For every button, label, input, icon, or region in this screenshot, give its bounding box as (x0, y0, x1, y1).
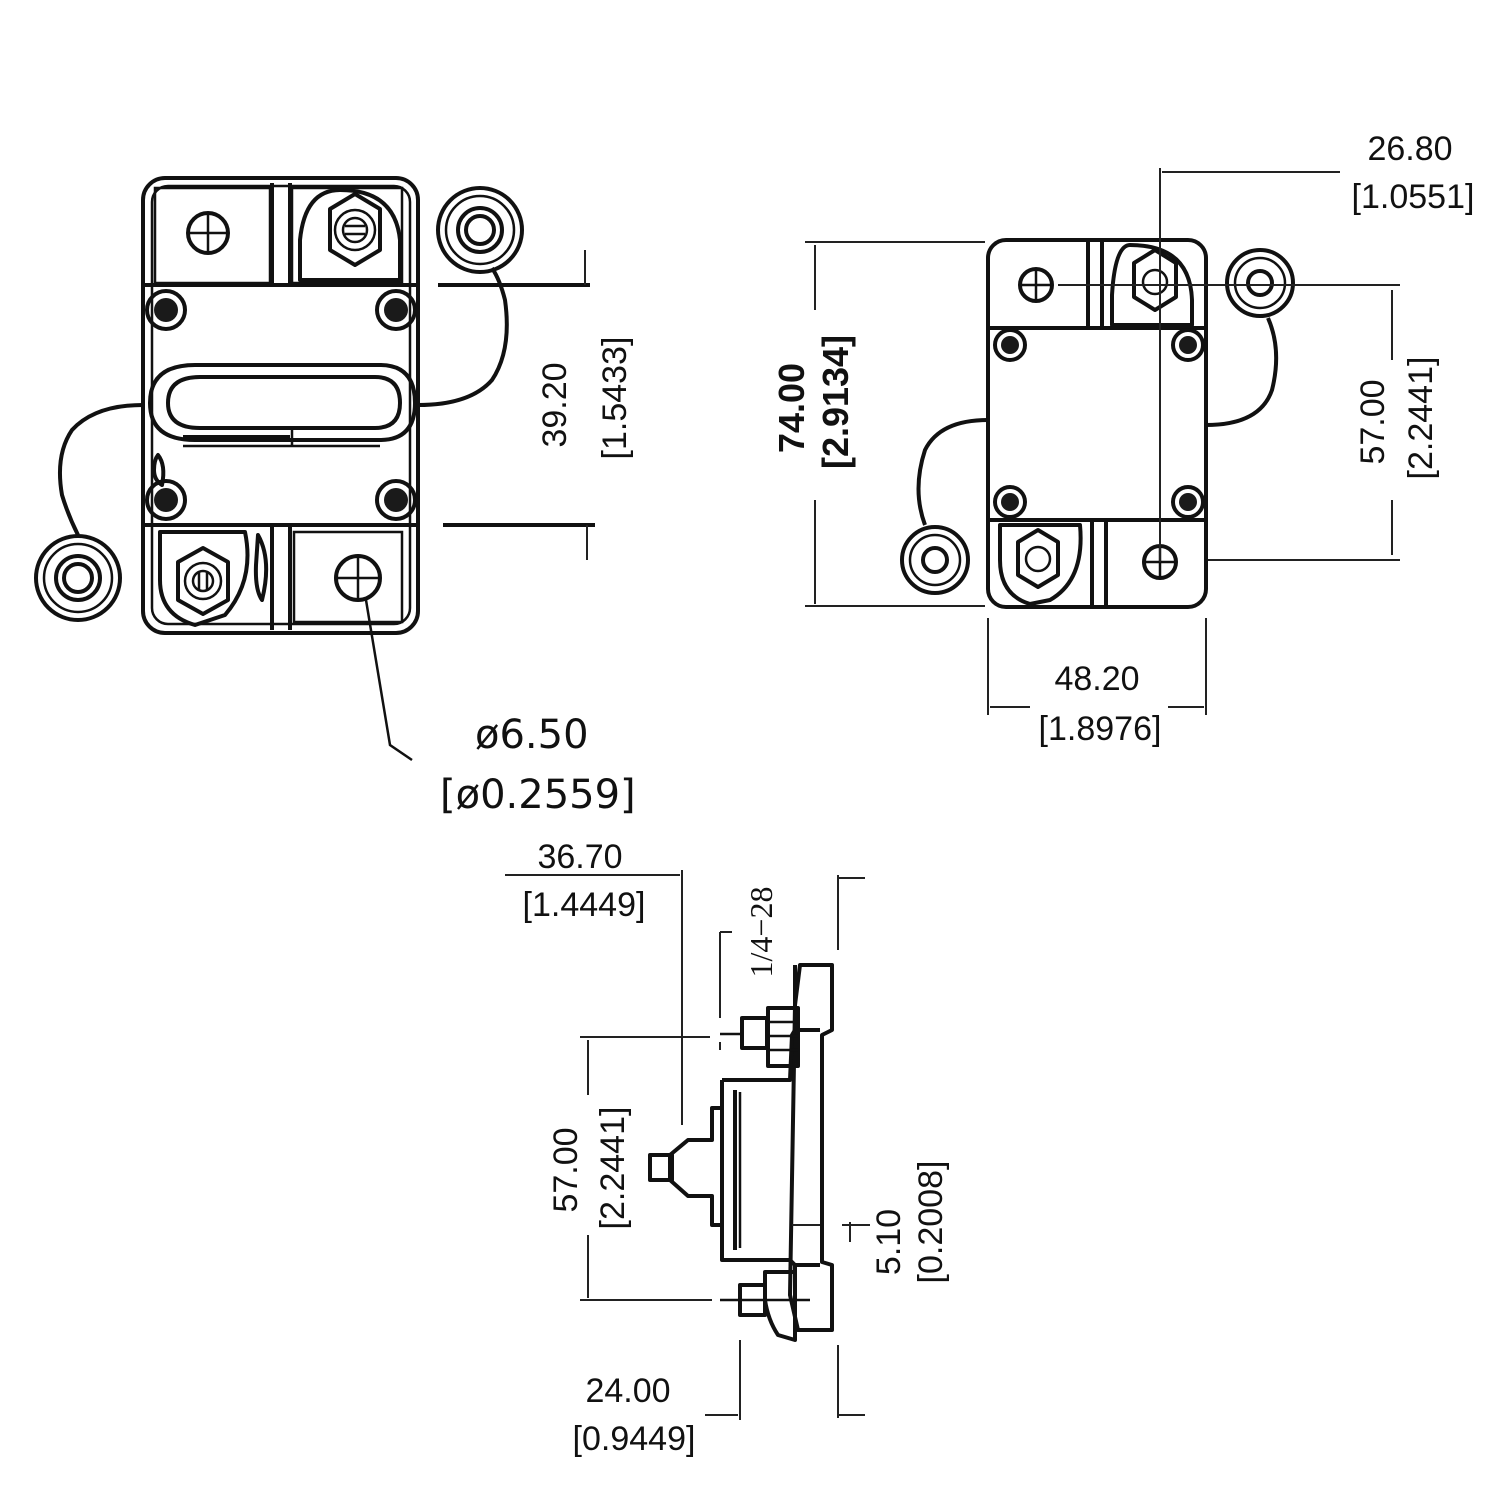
lower-stud (720, 1270, 810, 1342)
top-terminal-block (145, 183, 416, 287)
dim-overall-height-mm: 74.00 (771, 363, 812, 453)
top-view: 26.80 [1.0551] 74.00 [2.9134] 57.00 [2.2… (771, 130, 1474, 748)
ring-terminal-bottom-left (900, 418, 989, 595)
dim-overall-width-mm: 48.20 (1054, 660, 1139, 698)
hex-nut-icon (158, 530, 250, 627)
breaker-side-body (720, 1028, 797, 1267)
dim-top-stud-spacing-inch: [2.2441] (1402, 357, 1440, 480)
dim-hole-diameter-mm: ø6.50 (475, 712, 589, 758)
front-view: 39.20 [1.5433] ø6.50 [ø0.2559] (34, 176, 636, 818)
dim-hole-diameter-inch: [ø0.2559] (440, 772, 636, 818)
dim-overall-height-inch: [2.9134] (815, 335, 856, 469)
ring-terminal-top-right (1205, 248, 1295, 427)
dim-overall-depth-mm: 36.70 (537, 838, 622, 876)
dim-stud-offset-mm: 26.80 (1367, 130, 1452, 168)
cover-screws (145, 289, 417, 521)
dim-39-20-inch: [1.5433] (596, 337, 634, 460)
dim-top-stud-spacing-mm: 57.00 (1354, 379, 1392, 464)
mount-screw-icon (334, 554, 382, 602)
reset-button (648, 1106, 722, 1227)
side-view: 36.70 [1.4449] 1/4−28 57.00 [2.2441] 5.1… (505, 838, 950, 1458)
dim-body-depth-mm: 24.00 (585, 1372, 670, 1410)
dim-overall-width-inch: [1.8976] (1039, 710, 1162, 748)
reset-lever (148, 363, 417, 487)
dim-overall-depth-inch: [1.4449] (523, 886, 646, 924)
ring-terminal-top-right (417, 186, 524, 407)
mount-screw-icon (186, 211, 230, 255)
hex-nut-icon (998, 523, 1083, 606)
side-view-dimension-lines (505, 870, 870, 1420)
hex-nut-icon (298, 188, 402, 282)
dim-side-stud-spacing-mm: 57.00 (547, 1127, 585, 1212)
leader-hole-diameter (364, 599, 413, 762)
upper-stud (720, 1006, 800, 1068)
ring-terminal-bottom-left (34, 403, 144, 622)
top-view-dimension-lines (805, 168, 1400, 715)
dim-stud-offset-inch: [1.0551] (1352, 178, 1475, 216)
mount-screw-icon (1018, 267, 1054, 303)
dim-body-depth-inch: [0.9449] (573, 1420, 696, 1458)
dimension-mount-hole-spacing (438, 250, 595, 560)
dim-stud-thread: 1/4−28 (743, 887, 779, 978)
bottom-terminal-block (145, 523, 416, 630)
dim-side-stud-spacing-inch: [2.2441] (594, 1107, 632, 1230)
dim-39-20-mm: 39.20 (536, 362, 574, 447)
dim-flange-thickness-inch: [0.2008] (912, 1161, 950, 1284)
dim-flange-thickness-mm: 5.10 (870, 1209, 908, 1275)
